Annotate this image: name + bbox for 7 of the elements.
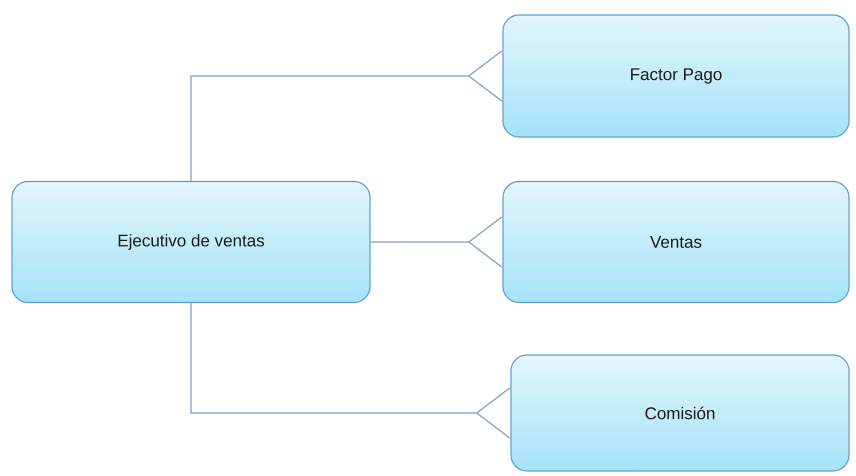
entity-box: Ventas	[502, 180, 850, 304]
entity-box: Comisión	[510, 354, 850, 472]
crows-foot-connector	[190, 303, 510, 438]
crows-foot-connector	[190, 50, 502, 181]
crows-foot-connector	[370, 216, 502, 268]
entity-box: Ejecutivo de ventas	[11, 180, 371, 304]
entity-box: Factor Pago	[502, 14, 850, 138]
